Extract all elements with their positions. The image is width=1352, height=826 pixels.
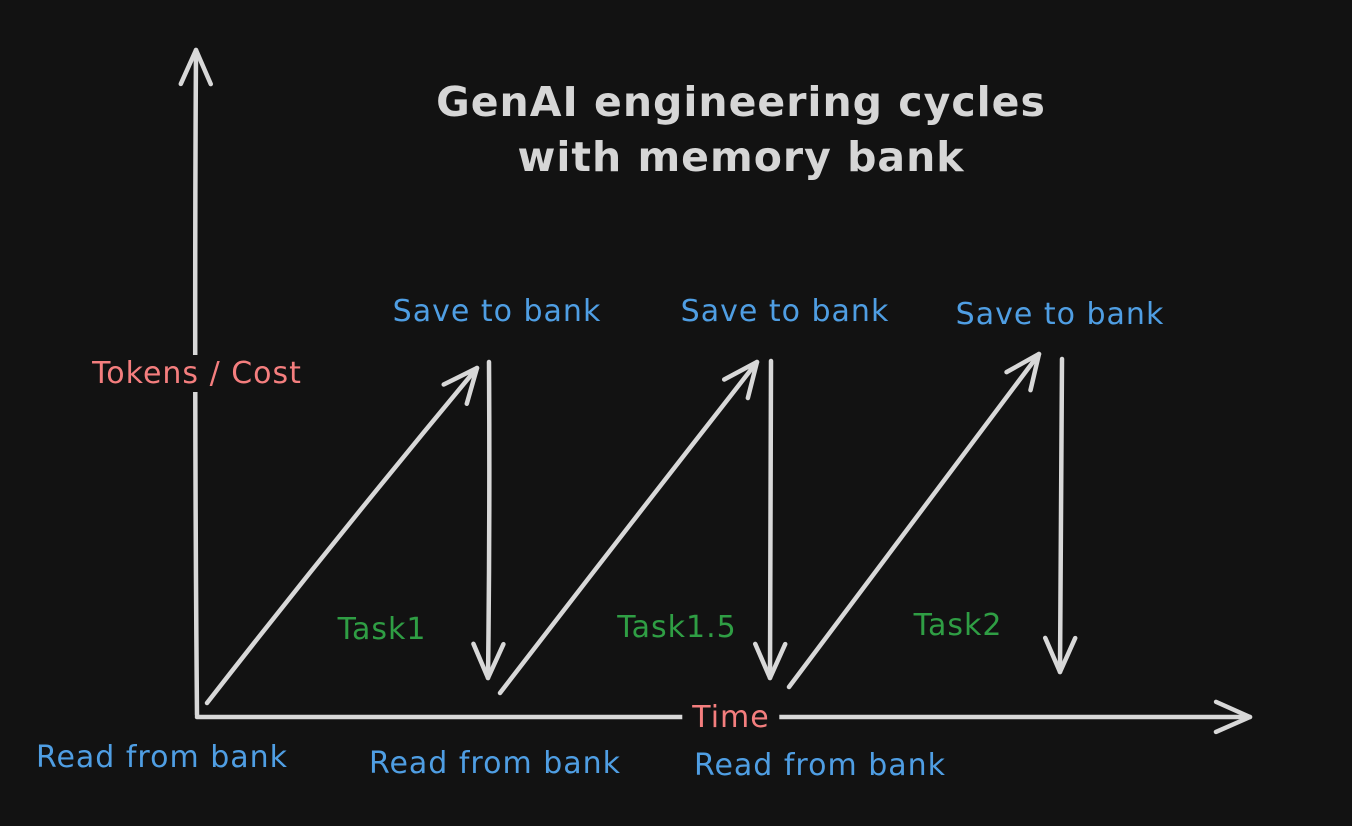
cycle3-task-label: Task2 [913, 608, 1003, 643]
cycle1-fall-arrow [471, 359, 506, 681]
cycle2-read-label: Read from bank [368, 746, 622, 781]
cycle1-save-label: Save to bank [392, 294, 602, 329]
cycle3-fall-arrow [1042, 356, 1078, 675]
cycle2-fall-arrow [752, 358, 788, 681]
x-axis-label: Time [682, 699, 780, 736]
cycle1-task-label: Task1 [337, 612, 427, 647]
diagram-title-line2: with memory bank [517, 133, 965, 181]
cycle2-rise-arrow [497, 359, 760, 696]
cycle2-save-label: Save to bank [680, 294, 890, 329]
cycle3-read-label: Read from bank [693, 748, 947, 783]
cycle1-rise-arrow [204, 365, 480, 706]
diagram-title-line1: GenAI engineering cycles [436, 78, 1046, 126]
cycle1-read-label: Read from bank [35, 740, 289, 775]
cycle3-save-label: Save to bank [955, 297, 1165, 332]
cycle2-task-label: Task1.5 [617, 610, 737, 645]
y-axis-label: Tokens / Cost [82, 355, 312, 392]
cycle3-rise-arrow [786, 351, 1042, 690]
